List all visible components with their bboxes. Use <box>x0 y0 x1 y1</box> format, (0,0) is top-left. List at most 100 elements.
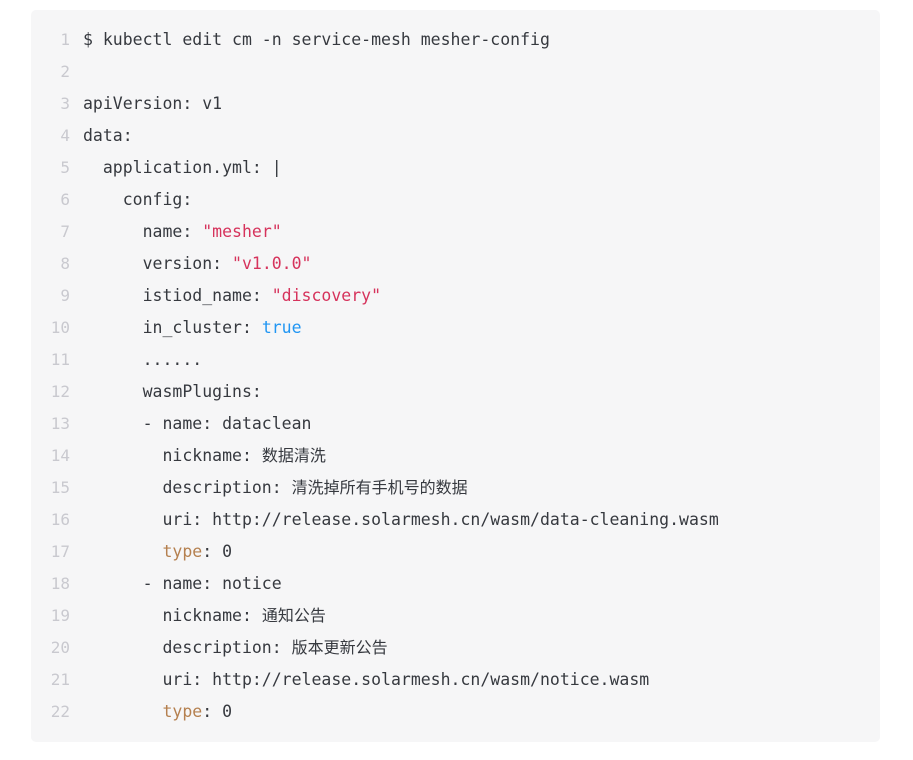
code-line: 3 apiVersion: v1 <box>31 88 880 120</box>
code-line: 15 description: 清洗掉所有手机号的数据 <box>31 472 880 504</box>
line-content: wasmPlugins: <box>83 376 880 408</box>
code-token-plain <box>83 542 162 561</box>
code-token-highlighted_key: type <box>162 702 203 721</box>
line-number: 13 <box>50 414 70 433</box>
line-number: 14 <box>50 446 70 465</box>
code-line: 22 type: 0 <box>31 696 880 728</box>
line-number: 1 <box>60 30 70 49</box>
code-line: 10 in_cluster: true <box>31 312 880 344</box>
line-content: data: <box>83 120 880 152</box>
code-line: 17 type: 0 <box>31 536 880 568</box>
line-number: 6 <box>60 190 70 209</box>
code-token-plain <box>83 702 162 721</box>
line-content: uri: http://release.solarmesh.cn/wasm/no… <box>83 664 880 696</box>
code-token-plain: name: <box>83 222 203 241</box>
line-content: - name: notice <box>83 568 880 600</box>
code-token-plain: in_cluster: <box>83 318 262 337</box>
line-number: 17 <box>50 542 70 561</box>
line-content: nickname: 通知公告 <box>83 600 880 632</box>
code-token-plain: description: <box>83 638 292 657</box>
code-line: 20 description: 版本更新公告 <box>31 632 880 664</box>
code-token-highlighted_key: type <box>162 542 203 561</box>
code-token-plain: : 0 <box>202 542 233 561</box>
line-number: 20 <box>50 638 70 657</box>
line-number: 10 <box>50 318 70 337</box>
code-line: 2 <box>31 56 880 88</box>
line-content: description: 清洗掉所有手机号的数据 <box>83 472 880 504</box>
code-token-plain: version: <box>83 254 233 273</box>
code-line: 4 data: <box>31 120 880 152</box>
code-line: 11 ...... <box>31 344 880 376</box>
line-content: application.yml: | <box>83 152 880 184</box>
code-line: 21 uri: http://release.solarmesh.cn/wasm… <box>31 664 880 696</box>
code-token-string: "discovery" <box>271 286 382 305</box>
line-number: 8 <box>60 254 70 273</box>
code-token-plain: data: <box>83 126 133 145</box>
line-number: 21 <box>50 670 70 689</box>
line-number: 16 <box>50 510 70 529</box>
line-content: nickname: 数据清洗 <box>83 440 880 472</box>
line-number: 2 <box>60 62 70 81</box>
code-token-cjk: 版本更新公告 <box>291 638 388 657</box>
line-number: 15 <box>50 478 70 497</box>
line-content: type: 0 <box>83 536 880 568</box>
line-number: 7 <box>60 222 70 241</box>
line-number: 11 <box>50 350 70 369</box>
line-number: 18 <box>50 574 70 593</box>
code-line: 5 application.yml: | <box>31 152 880 184</box>
line-number: 3 <box>60 94 70 113</box>
line-number: 4 <box>60 126 70 145</box>
line-content: uri: http://release.solarmesh.cn/wasm/da… <box>83 504 880 536</box>
line-number: 5 <box>60 158 70 177</box>
line-content: name: "mesher" <box>83 216 880 248</box>
code-line: 19 nickname: 通知公告 <box>31 600 880 632</box>
line-content: version: "v1.0.0" <box>83 248 880 280</box>
code-token-plain: description: <box>83 478 292 497</box>
code-line: 18 - name: notice <box>31 568 880 600</box>
code-line: 1 $ kubectl edit cm -n service-mesh meshe… <box>31 24 880 56</box>
code-token-plain: - name: dataclean <box>83 414 312 433</box>
code-token-plain: $ kubectl edit cm -n service-mesh mesher… <box>83 30 550 49</box>
code-token-cjk: 清洗掉所有手机号的数据 <box>291 478 468 497</box>
code-token-plain: uri: http://release.solarmesh.cn/wasm/no… <box>83 670 650 689</box>
line-content <box>83 56 880 88</box>
code-line: 8 version: "v1.0.0" <box>31 248 880 280</box>
code-line: 6 config: <box>31 184 880 216</box>
line-content: istiod_name: "discovery" <box>83 280 880 312</box>
code-token-plain: uri: http://release.solarmesh.cn/wasm/da… <box>83 510 719 529</box>
line-number: 19 <box>50 606 70 625</box>
code-token-plain: application.yml: | <box>83 158 282 177</box>
line-content: - name: dataclean <box>83 408 880 440</box>
line-number: 22 <box>50 702 70 721</box>
code-token-string: "v1.0.0" <box>232 254 312 273</box>
line-content: ...... <box>83 344 880 376</box>
line-content: description: 版本更新公告 <box>83 632 880 664</box>
code-line: 13 - name: dataclean <box>31 408 880 440</box>
line-content: in_cluster: true <box>83 312 880 344</box>
code-token-cjk: 数据清洗 <box>261 446 326 465</box>
code-line: 16 uri: http://release.solarmesh.cn/wasm… <box>31 504 880 536</box>
code-line: 9 istiod_name: "discovery" <box>31 280 880 312</box>
code-token-plain: config: <box>83 190 193 209</box>
code-token-plain: wasmPlugins: <box>83 382 262 401</box>
code-block[interactable]: 1 $ kubectl edit cm -n service-mesh meshe… <box>31 10 880 742</box>
code-token-plain: : 0 <box>202 702 233 721</box>
code-line: 12 wasmPlugins: <box>31 376 880 408</box>
code-token-plain: istiod_name: <box>83 286 272 305</box>
code-token-plain: ...... <box>83 350 203 369</box>
code-token-string: "mesher" <box>202 222 282 241</box>
line-content: type: 0 <box>83 696 880 728</box>
line-content: apiVersion: v1 <box>83 88 880 120</box>
code-token-boolean: true <box>261 318 302 337</box>
line-number: 9 <box>60 286 70 305</box>
code-token-plain: - name: notice <box>83 574 282 593</box>
code-line: 7 name: "mesher" <box>31 216 880 248</box>
code-token-plain: nickname: <box>83 606 262 625</box>
code-line-list: 1 $ kubectl edit cm -n service-mesh meshe… <box>31 24 880 728</box>
code-token-plain: apiVersion: v1 <box>83 94 223 113</box>
line-content: config: <box>83 184 880 216</box>
code-token-cjk: 通知公告 <box>261 606 326 625</box>
code-line: 14 nickname: 数据清洗 <box>31 440 880 472</box>
code-token-plain: nickname: <box>83 446 262 465</box>
